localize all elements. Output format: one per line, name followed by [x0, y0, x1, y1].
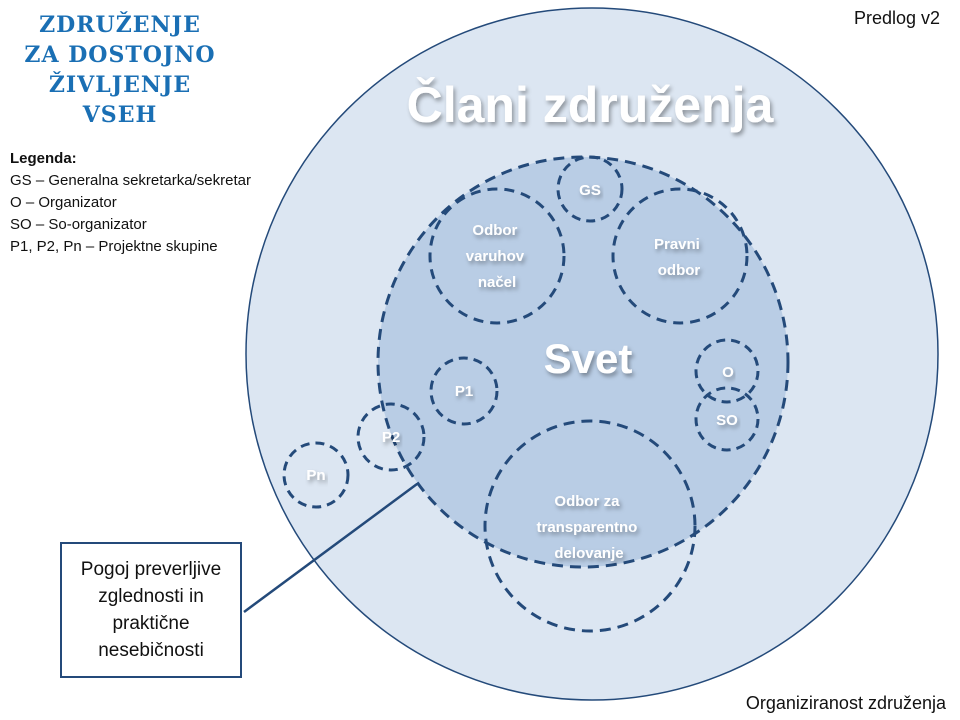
odbor-varuhov-label: Odbor varuhov načel	[466, 222, 529, 291]
o-circle	[694, 338, 760, 404]
callout-connector	[243, 482, 418, 614]
pn-circle	[282, 441, 350, 509]
council-title: Svet	[544, 335, 633, 382]
legend-item: SO – So-organizator	[10, 216, 147, 233]
logo-line: ŽIVLJENJE VSEH	[48, 72, 192, 128]
callout-line: Pogoj preverljive	[80, 559, 222, 580]
p2-circle	[356, 402, 426, 472]
legend-item: GS – Generalna sekretarka/sekretar	[10, 172, 251, 189]
gs-label: GS	[579, 182, 601, 199]
so-label: SO	[716, 412, 738, 429]
odbor-varuhov-circle	[428, 187, 566, 325]
logo-line: ZA DOSTOJNO	[24, 42, 216, 68]
pravni-odbor-label: Pravni odbor	[654, 236, 704, 279]
legend-item: O – Organizator	[10, 194, 117, 211]
council-circle	[376, 155, 790, 569]
organization-logo: ZDRUŽENJE ZA DOSTOJNO ŽIVLJENJE VSEH	[10, 10, 230, 130]
p2-label: P2	[382, 429, 400, 446]
callout-box: Pogoj preverljive zglednosti in praktičn…	[60, 542, 242, 678]
gs-circle	[556, 155, 624, 223]
legend-title: Legenda:	[10, 150, 77, 167]
members-title: Člani združenja	[407, 76, 775, 133]
pn-label: Pn	[306, 467, 325, 484]
so-circle	[694, 386, 760, 452]
callout-line: zglednosti in	[98, 586, 204, 607]
footer-label: Organiziranost združenja	[745, 693, 946, 713]
pravni-odbor-circle	[611, 187, 749, 325]
callout-line: nesebičnosti	[98, 640, 204, 661]
logo-line: ZDRUŽENJE	[39, 12, 201, 38]
legend-item: P1, P2, Pn – Projektne skupine	[10, 238, 218, 255]
legend: Legenda: GS – Generalna sekretarka/sekre…	[10, 148, 251, 258]
version-label: Predlog v2	[853, 8, 940, 28]
callout-line: praktične	[112, 613, 190, 634]
o-label: O	[722, 364, 734, 381]
odbor-transparentno-label: Odbor za transparentno delovanje	[536, 493, 641, 562]
odbor-transparentno-circle	[483, 419, 697, 633]
p1-label: P1	[455, 383, 473, 400]
p1-circle	[429, 356, 499, 426]
